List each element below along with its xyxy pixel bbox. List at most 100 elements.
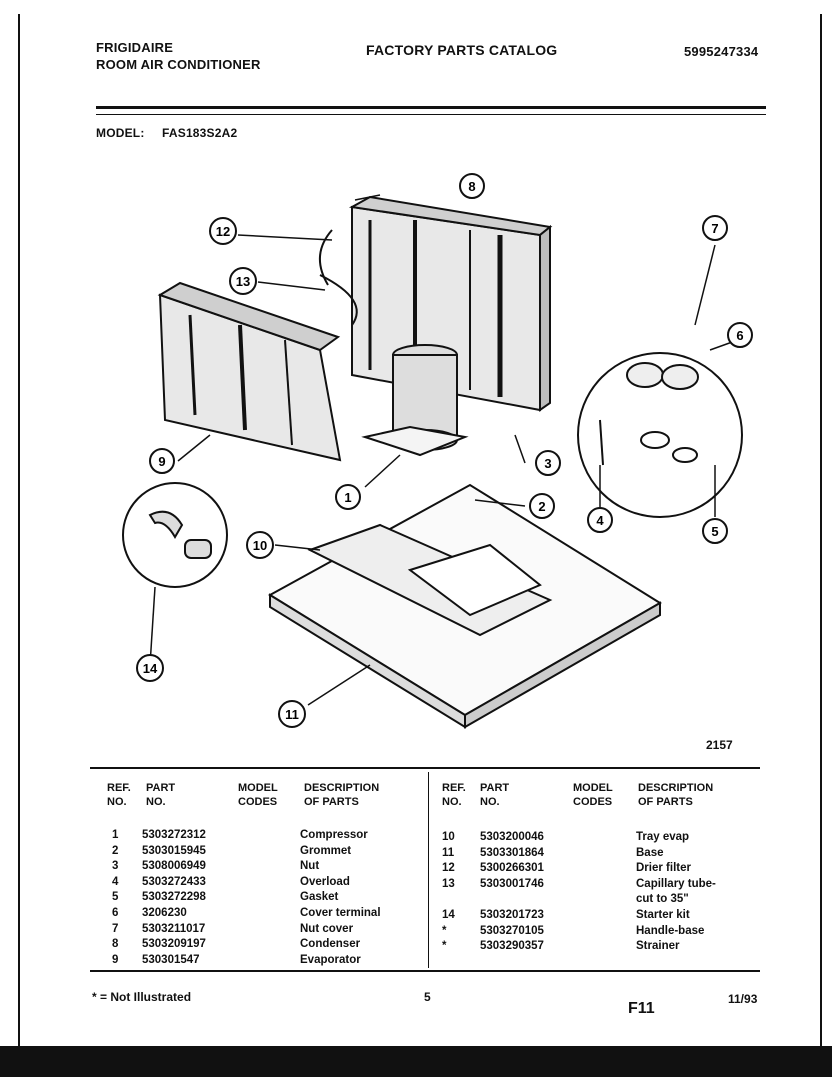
table-row-ref: 11 xyxy=(442,846,455,859)
header-model-right: MODEL xyxy=(573,782,613,794)
table-row-ref: 6 xyxy=(112,907,119,919)
table-row-part-no: 5303200046 xyxy=(480,831,544,843)
model-value: FAS183S2A2 xyxy=(162,126,238,140)
header-desc-right: OF PARTS xyxy=(638,796,693,808)
table-row-ref: 7 xyxy=(112,922,119,935)
svg-text:2: 2 xyxy=(538,499,545,514)
header-part-left: PART xyxy=(146,782,176,794)
table-row-description: Starter kit xyxy=(636,909,690,921)
svg-text:12: 12 xyxy=(216,224,230,239)
compressor xyxy=(361,344,469,457)
page-number: 5 xyxy=(424,990,431,1004)
header-model-left: CODES xyxy=(238,796,278,808)
svg-text:11: 11 xyxy=(285,707,299,722)
svg-text:8: 8 xyxy=(468,179,475,194)
catalog-title: FACTORY PARTS CATALOG xyxy=(366,42,558,58)
table-top-rule xyxy=(90,767,760,769)
table-row-part-no: 5303001746 xyxy=(480,877,544,890)
header-model-right: CODES xyxy=(573,796,613,808)
exploded-parts-diagram: 1 2 3 4 5 6 7 8 9 10 11 12 13 14 xyxy=(122,173,753,729)
evaporator-coil xyxy=(157,281,342,462)
callout-6: 6 xyxy=(727,322,753,348)
table-row-part-no: 3206230 xyxy=(142,907,187,919)
table-row-description: Gasket xyxy=(300,891,339,904)
table-row-description: Tray evap xyxy=(636,831,690,843)
callout-1: 1 xyxy=(335,484,361,510)
model-label: MODEL: xyxy=(96,126,145,140)
page-code: F11 xyxy=(628,1000,655,1017)
svg-text:10: 10 xyxy=(253,538,267,553)
callout-13: 13 xyxy=(229,267,257,295)
page-frame xyxy=(18,14,822,1046)
table-row-description: Handle-base xyxy=(636,924,705,937)
header-desc-left: DESCRIPTION xyxy=(304,782,380,794)
table-row-ref: 4 xyxy=(112,875,119,888)
table-row-part-no: 5303209197 xyxy=(142,938,206,951)
header-ref-right: REF. xyxy=(442,782,466,794)
svg-text:4: 4 xyxy=(596,513,604,528)
svg-text:3: 3 xyxy=(544,456,551,471)
table-row-part-no: 5308006949 xyxy=(142,860,206,873)
table-row-description: Evaporator xyxy=(300,953,361,966)
table-row-description: Base xyxy=(636,846,664,859)
header-rule-thick xyxy=(96,106,766,109)
table-row-description: Condenser xyxy=(300,938,361,951)
table-row-description: cut to 35" xyxy=(636,893,689,906)
table-row-part-no: 5303015945 xyxy=(142,844,206,857)
table-row-part-no: 5303272298 xyxy=(142,891,206,904)
table-row-part-no: 5303272312 xyxy=(142,829,206,841)
not-illustrated-note: * = Not Illustrated xyxy=(92,990,192,1004)
table-row-description: Grommet xyxy=(300,844,352,857)
callout-12: 12 xyxy=(209,217,237,245)
callout-7: 7 xyxy=(702,215,728,241)
table-row-description: Drier filter xyxy=(636,862,691,875)
svg-text:5: 5 xyxy=(711,524,718,539)
table-row-ref: * xyxy=(442,924,447,937)
table-row-part-no: 5303301864 xyxy=(480,846,544,859)
table-row-description: Nut xyxy=(300,860,320,873)
table-row-description: Overload xyxy=(300,875,350,888)
table-row-description: Strainer xyxy=(636,940,680,953)
svg-text:6: 6 xyxy=(736,328,743,343)
header-desc-right: DESCRIPTION xyxy=(638,782,714,794)
table-row-ref: 2 xyxy=(112,844,119,857)
table-row-ref: 12 xyxy=(442,862,455,875)
table-row-ref: 8 xyxy=(112,938,119,951)
header-rule-thin xyxy=(96,114,766,115)
table-row-ref: 9 xyxy=(112,953,119,966)
figure-number: 2157 xyxy=(706,738,733,752)
table-row-description: Nut cover xyxy=(300,922,354,935)
catalog-number: 5995247334 xyxy=(684,44,759,59)
svg-text:14: 14 xyxy=(143,661,158,676)
header-ref-right: NO. xyxy=(442,796,462,808)
table-row-part-no: 5303201723 xyxy=(480,909,544,921)
scan-border xyxy=(0,1046,832,1077)
table-row-ref: 1 xyxy=(112,829,119,841)
callout-14: 14 xyxy=(136,654,164,682)
header-ref-left: REF. xyxy=(107,782,131,794)
table-row-ref: 3 xyxy=(112,860,119,873)
header-part-right: NO. xyxy=(480,796,500,808)
starter-kit-detail xyxy=(122,482,228,588)
callout-4: 4 xyxy=(587,507,613,533)
header-model-left: MODEL xyxy=(238,782,278,794)
table-bottom-rule xyxy=(90,970,760,972)
header-part-right: PART xyxy=(480,782,510,794)
product-name: ROOM AIR CONDITIONER xyxy=(96,57,261,72)
svg-text:7: 7 xyxy=(711,221,718,236)
table-divider xyxy=(428,772,429,968)
table-row-description: Capillary tube- xyxy=(636,877,716,890)
brand-name: FRIGIDAIRE xyxy=(96,40,174,55)
table-row-part-no: 5303270105 xyxy=(480,924,544,937)
callout-8: 8 xyxy=(459,173,485,199)
table-row-part-no: 5303290357 xyxy=(480,940,544,953)
callout-3: 3 xyxy=(535,450,561,476)
callout-11: 11 xyxy=(278,700,306,728)
table-row-part-no: 5303211017 xyxy=(142,922,206,935)
table-row-part-no: 530301547 xyxy=(142,953,200,966)
header-ref-left: NO. xyxy=(107,796,127,808)
overload-detail xyxy=(577,352,743,518)
header-desc-left: OF PARTS xyxy=(304,796,359,808)
svg-text:13: 13 xyxy=(236,274,250,289)
callout-9: 9 xyxy=(149,448,175,474)
